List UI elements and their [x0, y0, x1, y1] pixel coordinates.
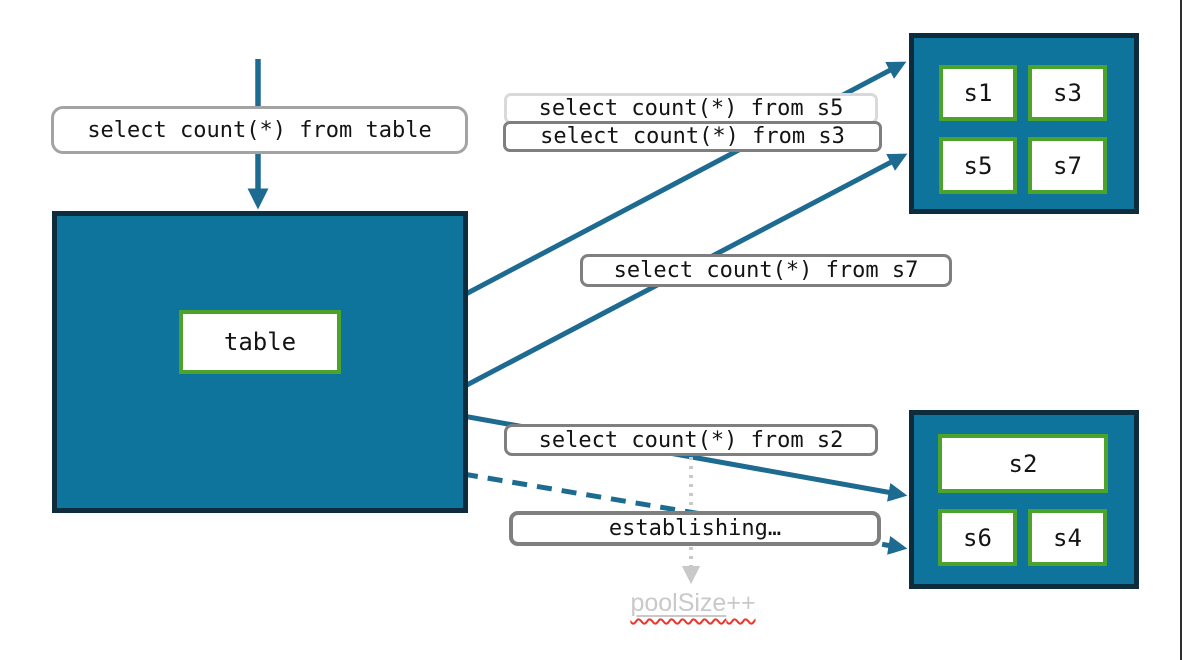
query-label-from-table: select count(*) from table: [51, 106, 468, 154]
shard-s3: s3: [1028, 65, 1107, 121]
shard-s1: s1: [939, 65, 1017, 121]
query-label-from-s2: select count(*) from s2: [504, 424, 878, 456]
table-node: table: [52, 211, 468, 513]
pool-size-word: poolSize: [630, 589, 727, 617]
query-label-from-s3: select count(*) from s3: [503, 121, 882, 152]
query-label-establishing: establishing…: [509, 511, 881, 546]
shard-s6: s6: [938, 509, 1017, 566]
query-label-from-s7: select count(*) from s7: [580, 254, 952, 287]
shard-group-top: s1 s3 s5 s7: [909, 33, 1139, 214]
shard-s2: s2: [938, 434, 1108, 493]
query-label-from-s5: select count(*) from s5: [504, 93, 878, 124]
shard-s4: s4: [1028, 509, 1107, 566]
pool-size-text: poolSize++: [630, 589, 755, 617]
table-label: table: [179, 310, 341, 374]
shard-group-bottom: s2 s6 s4: [909, 410, 1139, 589]
shard-s7: s7: [1028, 137, 1107, 194]
pool-size-label: poolSize++: [598, 589, 788, 618]
shard-s5: s5: [939, 137, 1017, 194]
pool-size-increment: ++: [726, 589, 756, 617]
